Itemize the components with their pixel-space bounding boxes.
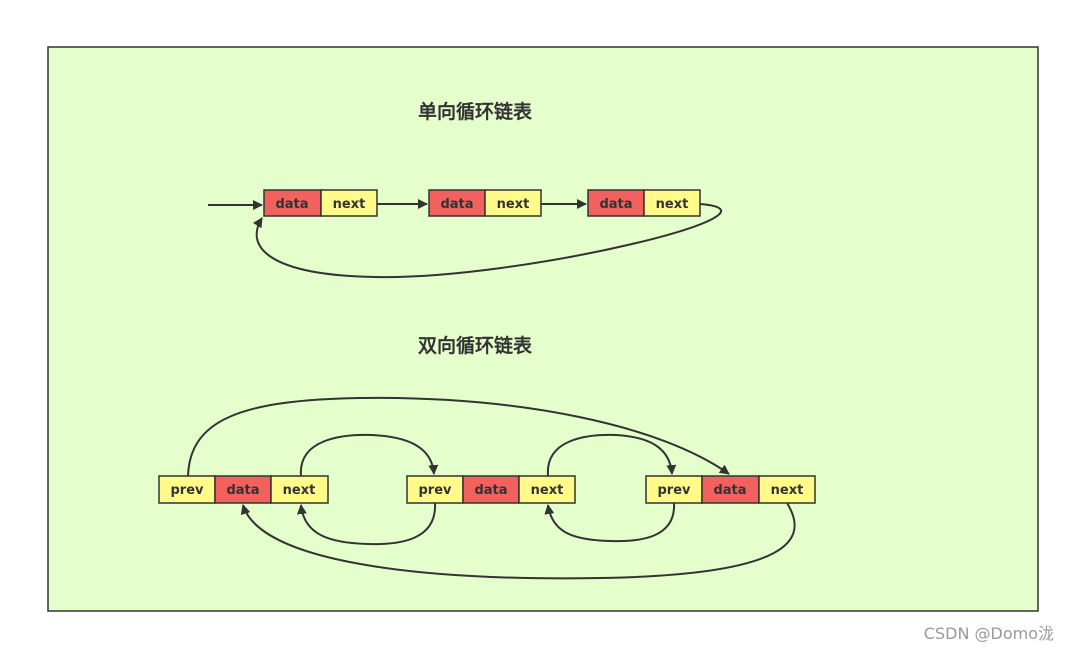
- next-cell: [320, 189, 378, 217]
- watermark: CSDN @Domo泷: [923, 624, 1054, 643]
- doubly-circular-prev-arrow: [187, 396, 730, 477]
- data-cell: [462, 475, 520, 504]
- data-cell-label: data: [474, 483, 507, 498]
- singly-circular-back-arrow: [252, 203, 722, 279]
- next-cell-label: next: [771, 483, 804, 498]
- data-cell-label: data: [599, 197, 632, 212]
- next-cell: [643, 189, 701, 217]
- prev-cell-label: prev: [657, 483, 691, 498]
- singly-circular-title: 单向循环链表: [418, 100, 533, 123]
- data-cell-label: data: [440, 197, 473, 212]
- doubly-circular-title: 双向循环链表: [418, 334, 533, 357]
- doubly-prev-arrow-3-to-2: [544, 502, 676, 543]
- prev-cell: [406, 475, 464, 504]
- data-cell: [263, 189, 322, 217]
- doubly-next-arrow-2-to-3: [546, 433, 677, 477]
- data-cell: [428, 189, 486, 217]
- next-cell-label: next: [656, 197, 689, 212]
- prev-cell-label: prev: [170, 483, 204, 498]
- singly-node-2: data next: [428, 189, 542, 217]
- diagram-panel: [47, 46, 1039, 612]
- next-cell-label: next: [531, 483, 564, 498]
- next-cell-label: next: [333, 197, 366, 212]
- data-cell-label: data: [226, 483, 259, 498]
- doubly-prev-arrow-2-to-1: [296, 502, 437, 546]
- doubly-next-arrow-1-to-2: [299, 433, 439, 477]
- data-cell: [587, 189, 645, 217]
- doubly-node-2: prev data next: [406, 475, 576, 504]
- singly-node-1: data next: [263, 189, 378, 217]
- doubly-node-3: prev data next: [645, 475, 816, 504]
- next-cell-label: next: [283, 483, 316, 498]
- next-cell: [270, 475, 329, 504]
- doubly-node-1: prev data next: [158, 475, 329, 504]
- data-cell-label: data: [713, 483, 746, 498]
- doubly-circular-next-arrow: [240, 502, 796, 580]
- next-cell-label: next: [497, 197, 530, 212]
- prev-cell-label: prev: [418, 483, 452, 498]
- data-cell-label: data: [275, 197, 308, 212]
- singly-node-3: data next: [587, 189, 701, 217]
